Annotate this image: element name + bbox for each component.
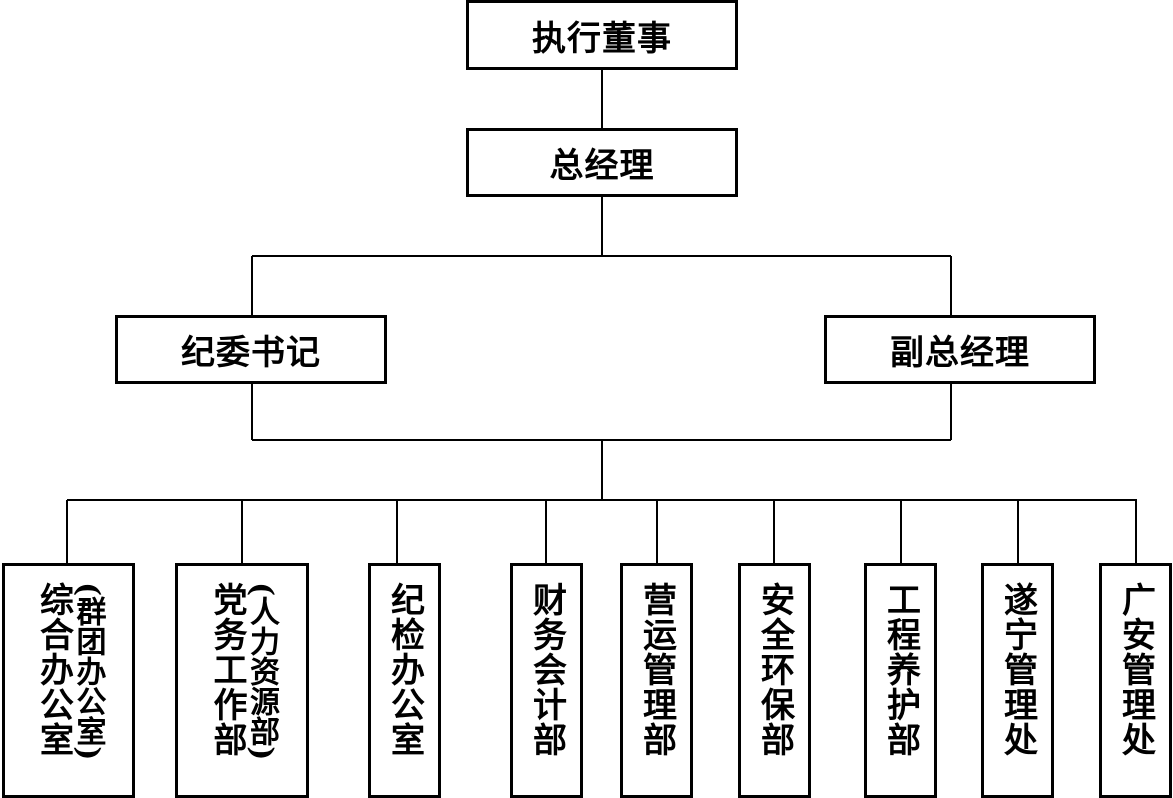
- dept-alt-name: (人力资源部): [244, 582, 279, 761]
- general-manager-box: 总经理: [466, 128, 738, 197]
- dept-name: 纪检办公室: [384, 582, 425, 757]
- dept-safety-env-box: 安全环保部: [738, 563, 811, 798]
- dept-engineering-box: 工程养护部: [864, 563, 937, 798]
- deputy-general-manager-box: 副总经理: [824, 315, 1096, 384]
- dept-discipline-office-box: 纪检办公室: [368, 563, 441, 798]
- dept-general-office-box: 综合办公室 (群团办公室): [2, 563, 135, 798]
- dept-name: 工程养护部: [880, 582, 921, 757]
- dept-party-affairs-box: 党务工作部 (人力资源部): [175, 563, 309, 798]
- executive-director-box: 执行董事: [466, 0, 738, 70]
- dept-name: 综合办公室: [33, 582, 74, 757]
- dept-operations-box: 营运管理部: [620, 563, 693, 798]
- dept-name: 广安管理处: [1115, 582, 1156, 757]
- discipline-secretary-box: 纪委书记: [115, 315, 387, 384]
- dept-name: 遂宁管理处: [997, 582, 1038, 757]
- dept-name: 营运管理部: [636, 582, 677, 757]
- dept-finance-box: 财务会计部: [510, 563, 583, 798]
- dept-name: 财务会计部: [526, 582, 567, 757]
- dept-suining-office-box: 遂宁管理处: [981, 563, 1054, 798]
- dept-name: 安全环保部: [754, 582, 795, 757]
- dept-name: 党务工作部: [207, 582, 247, 757]
- dept-guangan-office-box: 广安管理处: [1099, 563, 1172, 798]
- dept-alt-name: (群团办公室): [70, 582, 106, 761]
